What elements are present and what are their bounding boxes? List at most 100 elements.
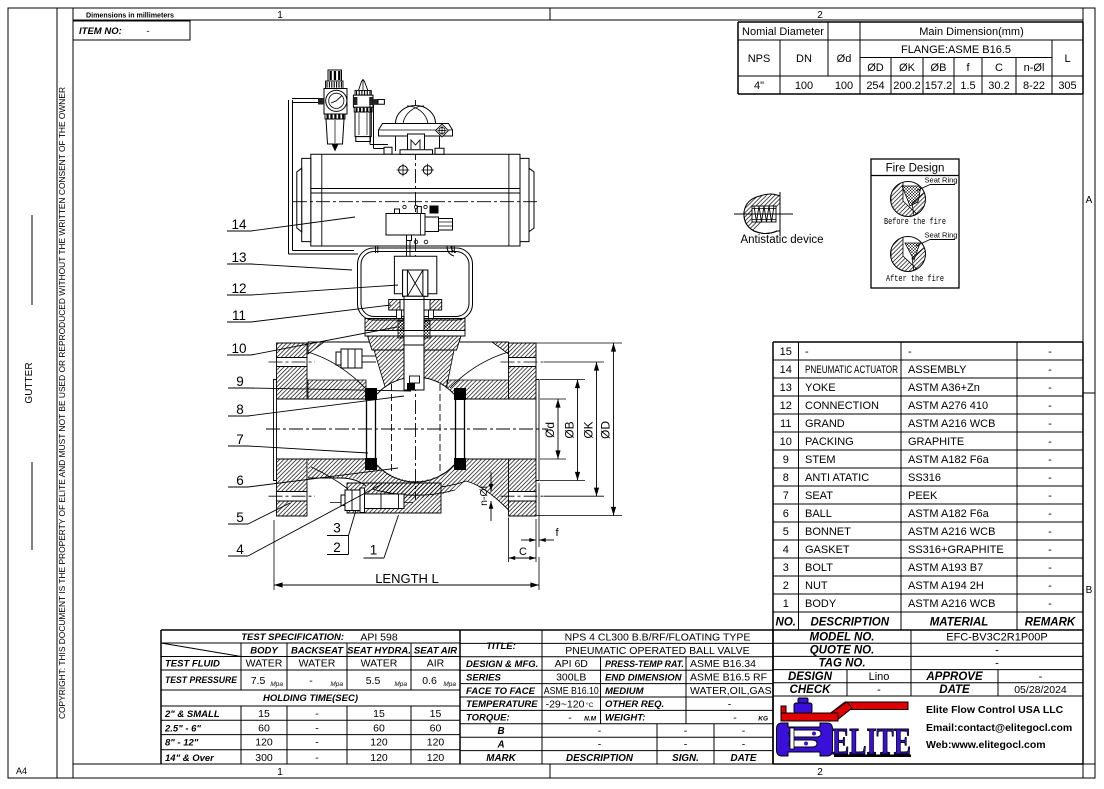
svg-text:254: 254 (866, 80, 884, 92)
svg-text:-: - (733, 712, 737, 724)
svg-text:-: - (315, 752, 319, 764)
svg-text:SIGN.: SIGN. (672, 753, 699, 764)
svg-text:ØD: ØD (867, 62, 884, 74)
svg-text:-: - (742, 725, 746, 737)
svg-text:-: - (877, 684, 881, 696)
svg-text:ASTM A36+Zn: ASTM A36+Zn (908, 382, 980, 394)
svg-text:WATER: WATER (299, 658, 336, 670)
svg-text:A: A (496, 739, 504, 750)
svg-text:2: 2 (333, 540, 341, 555)
svg-text:120: 120 (370, 737, 388, 749)
svg-text:100: 100 (835, 80, 853, 92)
svg-text:1.5: 1.5 (960, 80, 975, 92)
svg-text:5.5: 5.5 (366, 675, 381, 687)
svg-text:-: - (742, 738, 746, 750)
svg-text:Email:contact@elitegocl.com: Email:contact@elitegocl.com (926, 722, 1072, 734)
svg-text:n-Øl: n-Øl (1024, 62, 1045, 74)
svg-text:1: 1 (370, 543, 378, 558)
svg-text:BONNET: BONNET (805, 526, 851, 538)
svg-text:Antistatic device: Antistatic device (740, 234, 823, 246)
svg-text:ITEM NO:: ITEM NO: (79, 26, 122, 37)
svg-text:6: 6 (783, 508, 789, 520)
svg-text:14: 14 (780, 364, 792, 376)
svg-text:120: 120 (255, 737, 273, 749)
svg-text:SEAT: SEAT (805, 490, 833, 502)
svg-text:DESCRIPTION: DESCRIPTION (810, 617, 889, 629)
svg-text:Mpa: Mpa (394, 681, 407, 688)
svg-text:TEST SPECIFICATION:: TEST SPECIFICATION: (241, 632, 344, 643)
svg-text:Elite Flow Control USA LLC: Elite Flow Control USA LLC (926, 704, 1064, 716)
svg-text:MATERIAL: MATERIAL (930, 617, 989, 629)
svg-text:ASME B16.5 RF: ASME B16.5 RF (690, 671, 767, 683)
svg-text:GRAND: GRAND (805, 418, 845, 430)
svg-text:DESCRIPTION: DESCRIPTION (566, 753, 634, 764)
svg-text:SS316+GRAPHITE: SS316+GRAPHITE (908, 544, 1004, 556)
svg-text:Ød: Ød (543, 422, 557, 438)
svg-text:10: 10 (231, 341, 246, 356)
svg-text:-: - (315, 708, 319, 720)
svg-text:GUTTER: GUTTER (24, 362, 35, 403)
svg-text:305: 305 (1058, 80, 1076, 92)
svg-text:-: - (1048, 382, 1052, 394)
svg-text:-: - (995, 645, 999, 657)
svg-text:-: - (1048, 598, 1052, 610)
svg-text:A4: A4 (16, 766, 27, 776)
svg-text:ØK: ØK (899, 62, 916, 74)
svg-text:13: 13 (780, 382, 792, 394)
svg-text:°C: °C (586, 701, 594, 709)
svg-text:-: - (315, 737, 319, 749)
svg-text:TORQUE:: TORQUE: (466, 713, 510, 724)
svg-text:30.2: 30.2 (988, 80, 1009, 92)
svg-text:KG: KG (758, 716, 768, 723)
svg-text:9: 9 (236, 374, 244, 389)
svg-text:ASTM A182 F6a: ASTM A182 F6a (908, 508, 990, 520)
svg-text:Mpa: Mpa (330, 681, 343, 688)
svg-text:-: - (728, 698, 732, 710)
svg-text:7.5: 7.5 (251, 675, 266, 687)
svg-text:-: - (1048, 580, 1052, 592)
svg-text:11: 11 (232, 308, 246, 323)
svg-text:6: 6 (236, 473, 244, 488)
svg-text:ØK: ØK (582, 421, 596, 438)
svg-text:PRESS-TEMP RAT.: PRESS-TEMP RAT. (605, 659, 684, 670)
svg-text:f: f (555, 527, 559, 539)
svg-text:1: 1 (277, 10, 283, 21)
svg-text:1: 1 (783, 598, 789, 610)
svg-text:-: - (805, 346, 809, 358)
svg-text:B: B (1086, 585, 1093, 596)
svg-text:ASTM A276 410: ASTM A276 410 (908, 400, 988, 412)
svg-text:-: - (1048, 526, 1052, 538)
svg-text:HOLDING TIME(SEC): HOLDING TIME(SEC) (263, 693, 358, 704)
svg-text:3: 3 (783, 562, 789, 574)
svg-text:PNEUMATIC ACTUATOR: PNEUMATIC ACTUATOR (805, 364, 898, 376)
svg-text:FLANGE:ASME B16.5: FLANGE:ASME B16.5 (901, 44, 1011, 56)
svg-text:WATER,OIL,GAS: WATER,OIL,GAS (690, 685, 772, 697)
svg-text:14: 14 (231, 217, 247, 232)
svg-text:A: A (1086, 195, 1093, 206)
svg-text:MEDIUM: MEDIUM (605, 686, 645, 697)
svg-text:ASSEMBLY: ASSEMBLY (908, 364, 967, 376)
svg-text:10: 10 (780, 436, 792, 448)
svg-text:ASME B16.10: ASME B16.10 (544, 685, 599, 697)
svg-text:4": 4" (754, 80, 764, 92)
svg-text:TITLE:: TITLE: (486, 641, 516, 652)
svg-text:11: 11 (780, 418, 791, 430)
svg-text:Lino: Lino (869, 671, 890, 683)
svg-text:C: C (995, 62, 1003, 74)
svg-text:-: - (1048, 400, 1052, 412)
svg-text:2.5" - 6": 2.5" - 6" (164, 723, 201, 734)
svg-text:12: 12 (780, 400, 792, 412)
svg-text:NPS 4 CL300 B.B/RF/FLOATING TY: NPS 4 CL300 B.B/RF/FLOATING TYPE (565, 632, 751, 644)
svg-text:BOLT: BOLT (805, 562, 833, 574)
svg-text:ASTM A216 WCB: ASTM A216 WCB (908, 418, 995, 430)
svg-text:Fire Design: Fire Design (886, 163, 945, 175)
svg-text:300: 300 (255, 752, 273, 764)
svg-text:60: 60 (258, 722, 270, 734)
svg-text:-: - (1039, 671, 1043, 683)
svg-text:3: 3 (333, 521, 341, 536)
svg-text:7: 7 (236, 432, 244, 447)
svg-text:-: - (995, 658, 999, 670)
svg-text:ØB: ØB (563, 421, 577, 438)
svg-text:L: L (1064, 53, 1070, 65)
svg-text:-: - (1048, 544, 1052, 556)
